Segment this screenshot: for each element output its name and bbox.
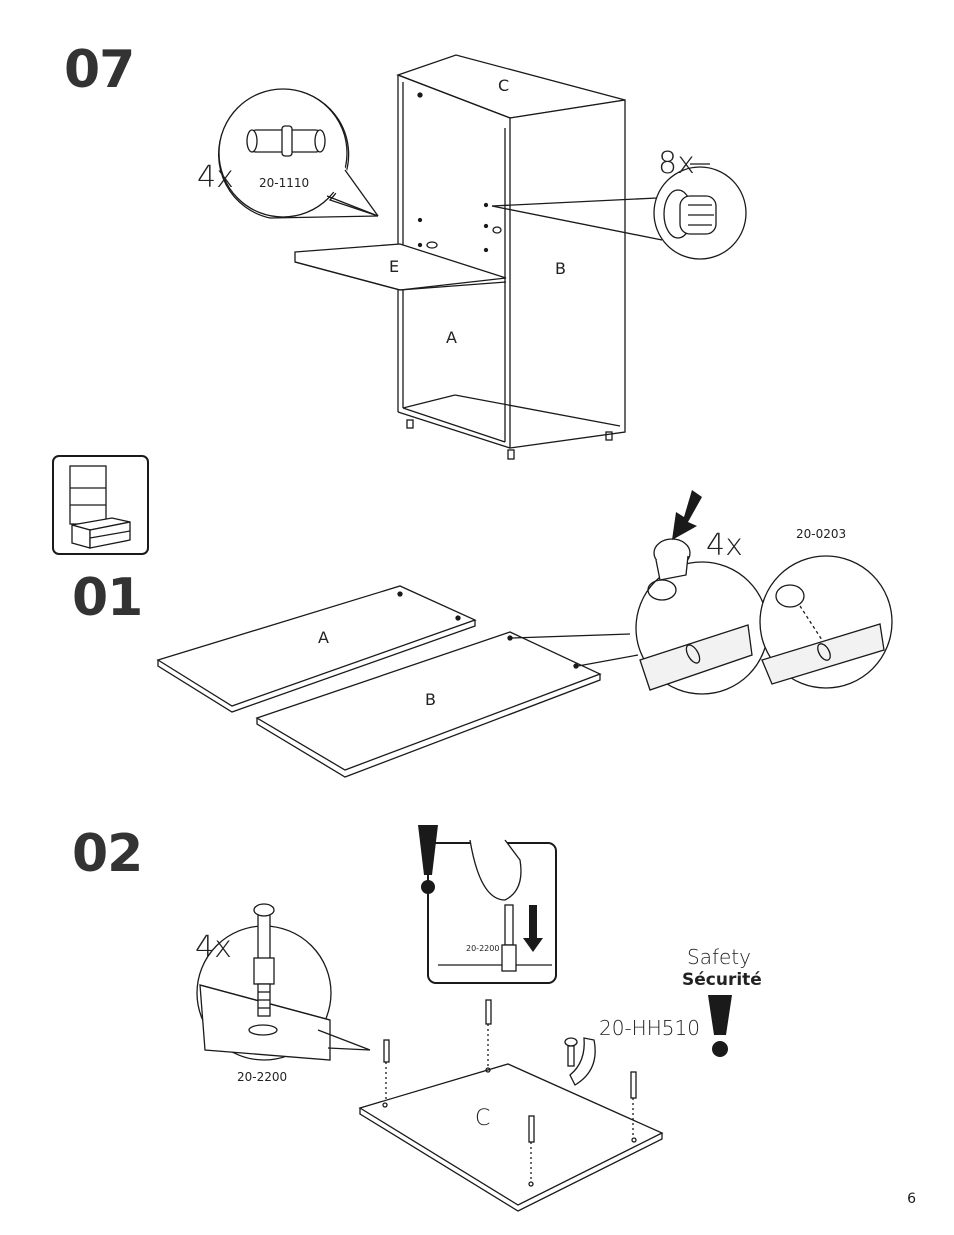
securite-label: Sécurité <box>682 970 762 990</box>
step-01-number: 01 <box>72 568 143 628</box>
dowel-part-code: 20-1110 <box>259 176 310 190</box>
panel-a-label: A <box>446 328 457 347</box>
bolt-quantity-label: 4x <box>195 930 232 965</box>
inset-part-code: 20-2200 <box>466 944 500 953</box>
step-07-number: 07 <box>64 40 135 100</box>
hook-part-code: 20-HH510 <box>599 1016 700 1040</box>
bolt-part-code: 20-2200 <box>237 1070 288 1084</box>
step01-panel-b-label: B <box>425 690 436 709</box>
step01-panel-a-label: A <box>318 628 329 647</box>
step02-panel-c-label: C <box>475 1106 491 1131</box>
step-02-number: 02 <box>72 824 143 884</box>
panel-b-label: B <box>555 259 566 278</box>
cam-lock-part-code: 20-0203 <box>796 527 847 541</box>
panel-c-label: C <box>498 76 510 95</box>
panel-e-label: E <box>389 257 400 276</box>
dowel-quantity-label: 4x <box>197 160 234 195</box>
page-number: 6 <box>907 1191 916 1207</box>
cam-lock-quantity-label: 4x <box>706 528 743 563</box>
safety-label: Safety <box>687 945 751 969</box>
cam-quantity-label: 8x <box>658 146 695 181</box>
